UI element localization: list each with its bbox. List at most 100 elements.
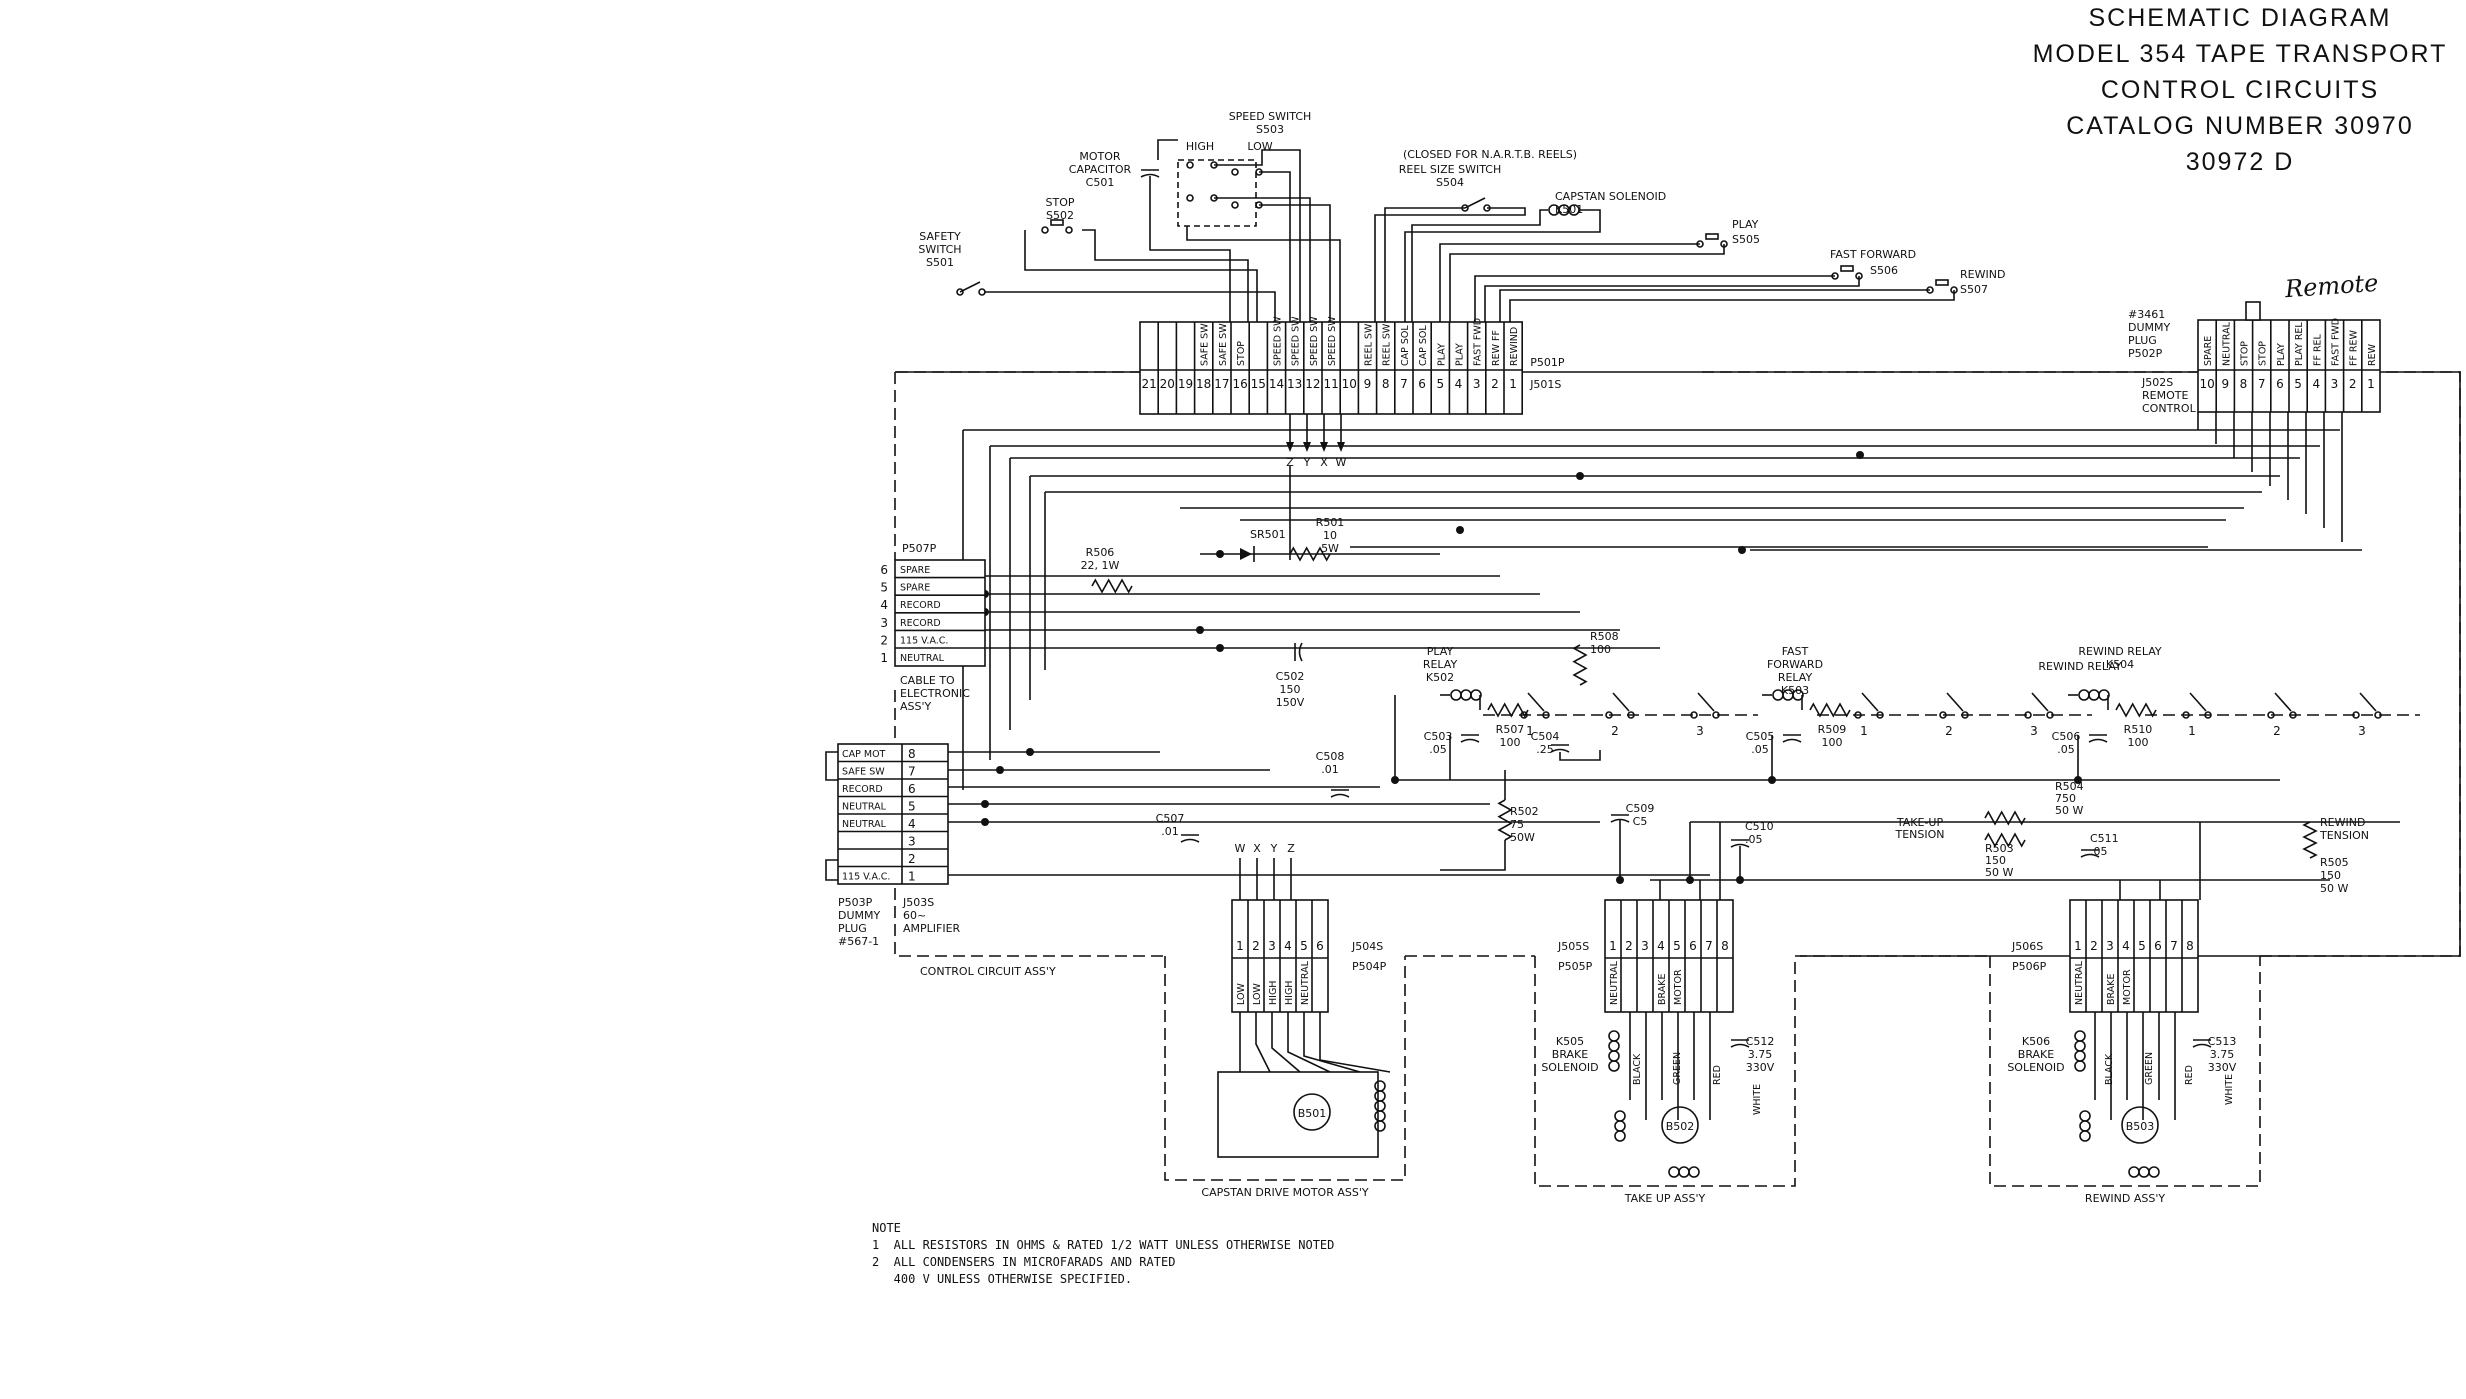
pin-name: LOW [1236, 983, 1247, 1005]
relay-pin-number: 2 [1945, 724, 1953, 738]
terminal-name: SPEED SW [1291, 316, 1302, 366]
solenoid-label: K505 [1556, 1035, 1584, 1048]
motor-winding [1614, 1120, 1626, 1132]
wire-color: RED [1712, 1065, 1723, 1085]
terminal-number: 7 [2258, 377, 2266, 391]
assembly-caption: REWIND ASS'Y [2085, 1192, 2165, 1205]
wire [1259, 204, 1331, 322]
terminal-number: 17 [1214, 377, 1229, 391]
wire-color: GREEN [1672, 1052, 1683, 1085]
connector-label: REMOTE [2142, 389, 2188, 402]
terminal-name: FAST FWD [2331, 318, 2342, 366]
resistor-label: 50 W [2055, 804, 2083, 817]
arrow-head [1320, 442, 1328, 452]
pin-number: 4 [880, 598, 888, 612]
capacitor-label: 330V [2208, 1061, 2237, 1074]
resistor-label: R503 [1985, 842, 2014, 855]
resistor-r505 [2302, 821, 2318, 859]
relay-label: K502 [1426, 671, 1454, 684]
motor-symbol [1661, 1106, 1699, 1144]
terminal-number: 8 [2240, 377, 2248, 391]
terminal-number: 16 [1232, 377, 1247, 391]
arrow-label: Z [1286, 456, 1294, 469]
capacitor-label: 3.75 [1748, 1048, 1773, 1061]
wire [1499, 289, 1930, 322]
pin-number: 3 [1641, 939, 1649, 953]
pin-name: NEUTRAL [1300, 960, 1311, 1005]
wire-color: BLACK [1632, 1053, 1643, 1085]
switch-contact [1255, 201, 1263, 209]
rewind-button [1935, 279, 1949, 286]
stop-button [1050, 219, 1064, 226]
solenoid-label: CAPSTAN SOLENOID [1555, 190, 1666, 203]
pin-name: RECORD [900, 618, 941, 629]
control-assembly-border [895, 371, 2461, 957]
safety-switch [959, 281, 981, 293]
wire [1374, 207, 1526, 322]
arrow-head [1337, 442, 1345, 452]
note-line: 400 V UNLESS OTHERWISE SPECIFIED. [872, 1272, 1133, 1286]
button-label: S505 [1732, 233, 1760, 246]
terminal-number: 6 [2276, 377, 2284, 391]
switch-label: HIGH [1186, 140, 1214, 153]
wire [1259, 171, 1291, 322]
terminal-name: REWIND [1509, 327, 1520, 366]
junction-dot [1738, 546, 1746, 554]
junction-dot [1196, 626, 1204, 634]
cable-label: ASS'Y [900, 700, 932, 713]
capacitor-label: C510 [1745, 820, 1774, 833]
pin-number: 7 [1705, 939, 1713, 953]
pin-number: 3 [880, 616, 888, 630]
relay-label: RELAY [1778, 671, 1813, 684]
terminal-name: PLAY [1436, 343, 1447, 366]
junction-dot [1616, 876, 1624, 884]
pin-number: 4 [2122, 939, 2130, 953]
connector-label: P504P [1352, 960, 1387, 973]
arrow-label: Y [1303, 456, 1311, 469]
connector-label: J502S [2141, 376, 2173, 389]
motor-symbol [1293, 1093, 1331, 1131]
pin-number: 7 [2170, 939, 2178, 953]
pin-number: 5 [2138, 939, 2146, 953]
tension-label: TAKE-UP [1896, 816, 1944, 829]
relay-coil [1460, 689, 1472, 701]
relay-contact-arm [1861, 692, 1879, 712]
resistor-r503 [1984, 832, 2026, 848]
switch-label: LOW [1247, 140, 1272, 153]
terminal-number: 15 [1251, 377, 1266, 391]
pin-name: HIGH [1268, 981, 1279, 1005]
motor-winding [2148, 1166, 2160, 1178]
resistor-label: R510 [2124, 723, 2153, 736]
resistor-label: 100 [1822, 736, 1843, 749]
capacitor-label: C505 [1746, 730, 1775, 743]
motor-winding [1678, 1166, 1690, 1178]
motor-winding-frame [1217, 1071, 1379, 1158]
pin-name: SPARE [900, 565, 930, 576]
capacitor-label: .05 [1745, 833, 1763, 846]
assembly-caption: CAPSTAN DRIVE MOTOR ASS'Y [1201, 1186, 1368, 1199]
relay-coil [1450, 689, 1462, 701]
motor-winding [1614, 1130, 1626, 1142]
junction-dot [996, 766, 1004, 774]
resistor-label: 50 W [1985, 866, 2013, 879]
junction-dot [981, 818, 989, 826]
wire [1082, 229, 1249, 322]
capacitor-label: C509 [1626, 802, 1655, 815]
motor-lead [1287, 1012, 1331, 1073]
solenoid-label: SOLENOID [1541, 1061, 1598, 1074]
dummy-plug-loop [825, 859, 838, 881]
switch-contact [1186, 194, 1194, 202]
pin-number: 1 [1609, 939, 1617, 953]
capacitor-label: CAPACITOR [1069, 163, 1132, 176]
capacitor-label: .05 [1751, 743, 1769, 756]
wxyz-label: X [1253, 842, 1261, 855]
terminal-number: 10 [1342, 377, 1357, 391]
pin-number: 5 [908, 800, 916, 814]
pin-name: 115 V.A.C. [842, 872, 890, 883]
pin-number: 8 [2186, 939, 2194, 953]
terminal-number: 6 [1418, 377, 1426, 391]
junction-dot [2074, 776, 2082, 784]
relay-label: REWIND RELAY [2078, 645, 2162, 658]
pin-number: 8 [1721, 939, 1729, 953]
